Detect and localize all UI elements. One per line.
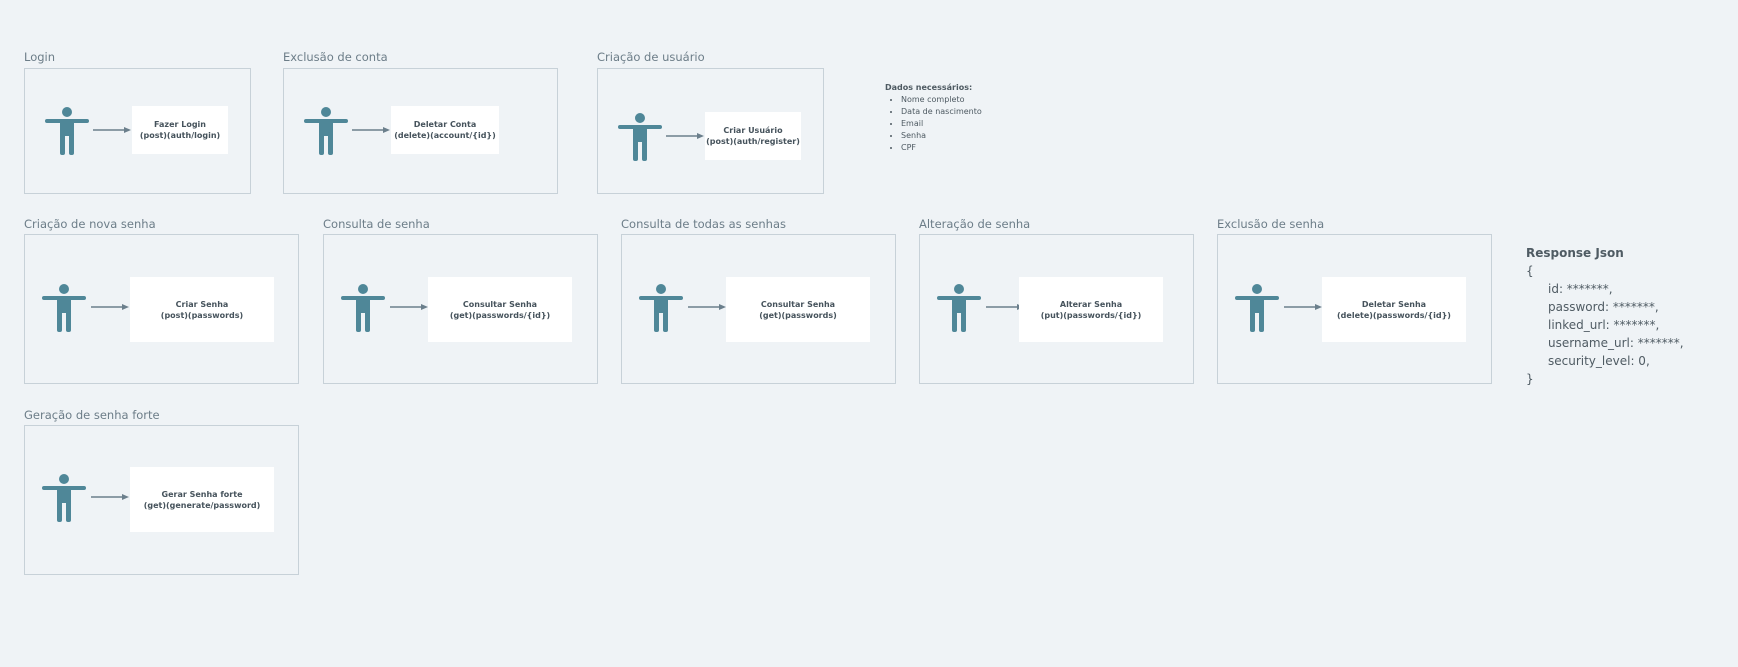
use-case-endpoint: (delete)(account/{id}) (394, 131, 496, 140)
person-icon (618, 113, 662, 161)
frame-title-exclusao-conta: Exclusão de conta (283, 50, 388, 64)
frame-alteracao-senha: Alterar Senha (put)(passwords/{id}) (919, 234, 1194, 384)
person-icon (341, 284, 385, 332)
frame-exclusao-conta: Deletar Conta (delete)(account/{id}) (283, 68, 558, 194)
frame-title-criacao-usuario: Criação de usuário (597, 50, 705, 64)
arrow-right-icon (93, 127, 131, 133)
use-case-endpoint: (get)(passwords/{id}) (449, 310, 551, 320)
note-item: Data de nascimento (901, 106, 982, 118)
use-case-name: Consultar Senha (760, 299, 836, 309)
arrow-right-icon (390, 304, 428, 310)
note-item: Email (901, 118, 982, 130)
frame-title-login: Login (24, 50, 56, 64)
use-case-alterar-senha[interactable]: Alterar Senha (put)(passwords/{id}) (1019, 277, 1163, 342)
response-json-title: Response Json (1526, 246, 1624, 260)
arrow-right-icon (1284, 304, 1322, 310)
use-case-name: Consultar Senha (462, 299, 538, 309)
use-case-name: Deletar Senha (1361, 299, 1427, 309)
frame-login: Fazer Login (post)(auth/login) (24, 68, 251, 194)
use-case-name: Criar Senha (175, 299, 229, 309)
frame-title-criacao-senha: Criação de nova senha (24, 217, 156, 231)
arrow-right-icon (666, 133, 704, 139)
use-case-name: Gerar Senha forte (161, 489, 243, 499)
frame-title-consulta-todas-senhas: Consulta de todas as senhas (621, 217, 786, 231)
use-case-deletar-conta[interactable]: Deletar Conta (delete)(account/{id}) (391, 106, 499, 154)
note-item: Nome completo (901, 94, 982, 106)
use-case-fazer-login[interactable]: Fazer Login (post)(auth/login) (132, 106, 228, 154)
frame-title-consulta-senha: Consulta de senha (323, 217, 430, 231)
use-case-endpoint: (post)(passwords) (160, 310, 244, 320)
json-field-username-url: username_url: *******, (1548, 336, 1684, 350)
note-item: Senha (901, 130, 982, 142)
arrow-right-icon (91, 494, 129, 500)
arrow-right-icon (352, 127, 390, 133)
use-case-name: Fazer Login (154, 120, 206, 129)
use-case-name: Alterar Senha (1059, 299, 1123, 309)
frame-exclusao-senha: Deletar Senha (delete)(passwords/{id}) (1217, 234, 1492, 384)
use-case-endpoint: (post)(auth/register) (706, 137, 800, 146)
person-icon (937, 284, 981, 332)
json-field-id: id: *******, (1548, 282, 1613, 296)
use-case-name: Deletar Conta (413, 120, 477, 129)
use-case-criar-usuario[interactable]: Criar Usuário (post)(auth/register) (705, 112, 801, 160)
note-item: CPF (901, 142, 982, 154)
frame-consulta-todas-senhas: Consultar Senha (get)(passwords) (621, 234, 896, 384)
use-case-endpoint: (post)(auth/login) (139, 131, 221, 140)
person-icon (45, 107, 89, 155)
person-icon (42, 284, 86, 332)
frame-title-geracao-senha-forte: Geração de senha forte (24, 408, 160, 422)
use-case-gerar-senha-forte[interactable]: Gerar Senha forte (get)(generate/passwor… (130, 467, 274, 532)
use-case-criar-senha[interactable]: Criar Senha (post)(passwords) (130, 277, 274, 342)
use-case-endpoint: (get)(generate/password) (143, 500, 261, 510)
frame-title-exclusao-senha: Exclusão de senha (1217, 217, 1325, 231)
required-data-note: Dados necessários: Nome completo Data de… (885, 82, 982, 154)
arrow-right-icon (688, 304, 726, 310)
use-case-consultar-todas-senhas[interactable]: Consultar Senha (get)(passwords) (726, 277, 870, 342)
json-close-brace: } (1526, 372, 1534, 386)
arrow-right-icon (91, 304, 129, 310)
frame-title-alteracao-senha: Alteração de senha (919, 217, 1031, 231)
json-open-brace: { (1526, 264, 1534, 278)
frame-geracao-senha-forte: Gerar Senha forte (get)(generate/passwor… (24, 425, 299, 575)
note-title: Dados necessários: (885, 83, 973, 92)
use-case-endpoint: (put)(passwords/{id}) (1040, 310, 1142, 320)
person-icon (1235, 284, 1279, 332)
use-case-deletar-senha[interactable]: Deletar Senha (delete)(passwords/{id}) (1322, 277, 1466, 342)
frame-criacao-senha: Criar Senha (post)(passwords) (24, 234, 299, 384)
use-case-endpoint: (get)(passwords) (759, 310, 837, 320)
json-field-security-level: security_level: 0, (1548, 354, 1650, 368)
use-case-name: Criar Usuário (723, 126, 783, 135)
frame-consulta-senha: Consultar Senha (get)(passwords/{id}) (323, 234, 598, 384)
person-icon (42, 474, 86, 522)
use-case-endpoint: (delete)(passwords/{id}) (1337, 310, 1451, 320)
note-list: Nome completo Data de nascimento Email S… (885, 94, 982, 154)
person-icon (639, 284, 683, 332)
frame-criacao-usuario: Criar Usuário (post)(auth/register) (597, 68, 824, 194)
json-field-password: password: *******, (1548, 300, 1659, 314)
person-icon (304, 107, 348, 155)
use-case-consultar-senha[interactable]: Consultar Senha (get)(passwords/{id}) (428, 277, 572, 342)
response-json: Response Json { id: *******, password: *… (1526, 244, 1684, 388)
json-field-linked-url: linked_url: *******, (1548, 318, 1660, 332)
